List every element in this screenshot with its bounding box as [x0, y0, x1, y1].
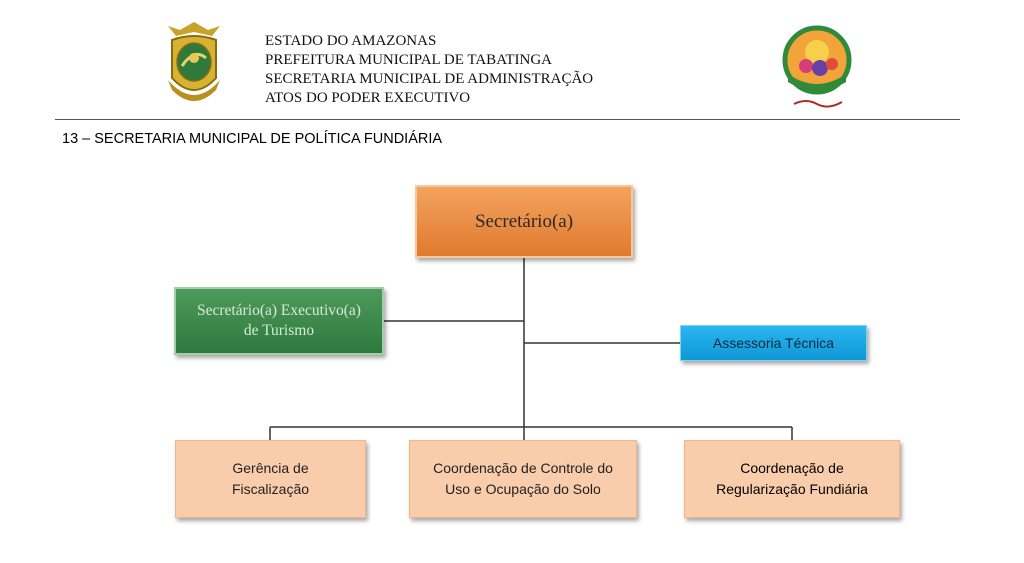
header-line-state: ESTADO DO AMAZONAS [265, 33, 437, 49]
node-assessoria-tecnica: Assessoria Técnica [680, 325, 867, 361]
header-line-secretariat: SECRETARIA MUNICIPAL DE ADMINISTRAÇÃO [265, 71, 594, 87]
amazonas-coat-of-arms-icon [168, 22, 220, 101]
section-title: 13 – SECRETARIA MUNICIPAL DE POLÍTICA FU… [62, 131, 443, 147]
node-coordenacao-regularizacao-fundiaria: Coordenação de Regularização Fundiária [684, 440, 900, 518]
node-coordenacao-controle-uso-solo: Coordenação de Controle do Uso e Ocupaçã… [409, 440, 637, 518]
node-unit-2-line1: Coordenação de Controle do [433, 460, 613, 476]
node-secretario-executivo-turismo: Secretário(a) Executivo(a) de Turismo [174, 287, 384, 355]
header-divider [55, 119, 960, 120]
node-unit-2-line2: Uso e Ocupação do Solo [445, 481, 601, 497]
node-unit-1-line1: Gerência de [232, 460, 309, 476]
header-line-acts: ATOS DO PODER EXECUTIVO [265, 90, 471, 106]
node-executive-line2: de Turismo [243, 322, 315, 339]
node-executive-line1: Secretário(a) Executivo(a) [197, 302, 361, 319]
node-unit-1-line2: Fiscalização [231, 481, 310, 497]
header-text: ESTADO DO AMAZONAS PREFEITURA MUNICIPAL … [265, 32, 593, 108]
node-secretario: Secretário(a) [415, 185, 633, 258]
node-gerencia-fiscalizacao: Gerência de Fiscalização [175, 440, 366, 518]
node-secretario-label: Secretário(a) [474, 210, 574, 232]
node-unit-3-line1: Coordenação de [740, 460, 844, 476]
node-unit-3-line2: Regularização Fundiária [716, 481, 868, 497]
tabatinga-municipal-logo-icon [782, 25, 852, 108]
node-advisory-label: Assessoria Técnica [712, 335, 835, 351]
header-line-prefecture: PREFEITURA MUNICIPAL DE TABATINGA [265, 52, 553, 68]
